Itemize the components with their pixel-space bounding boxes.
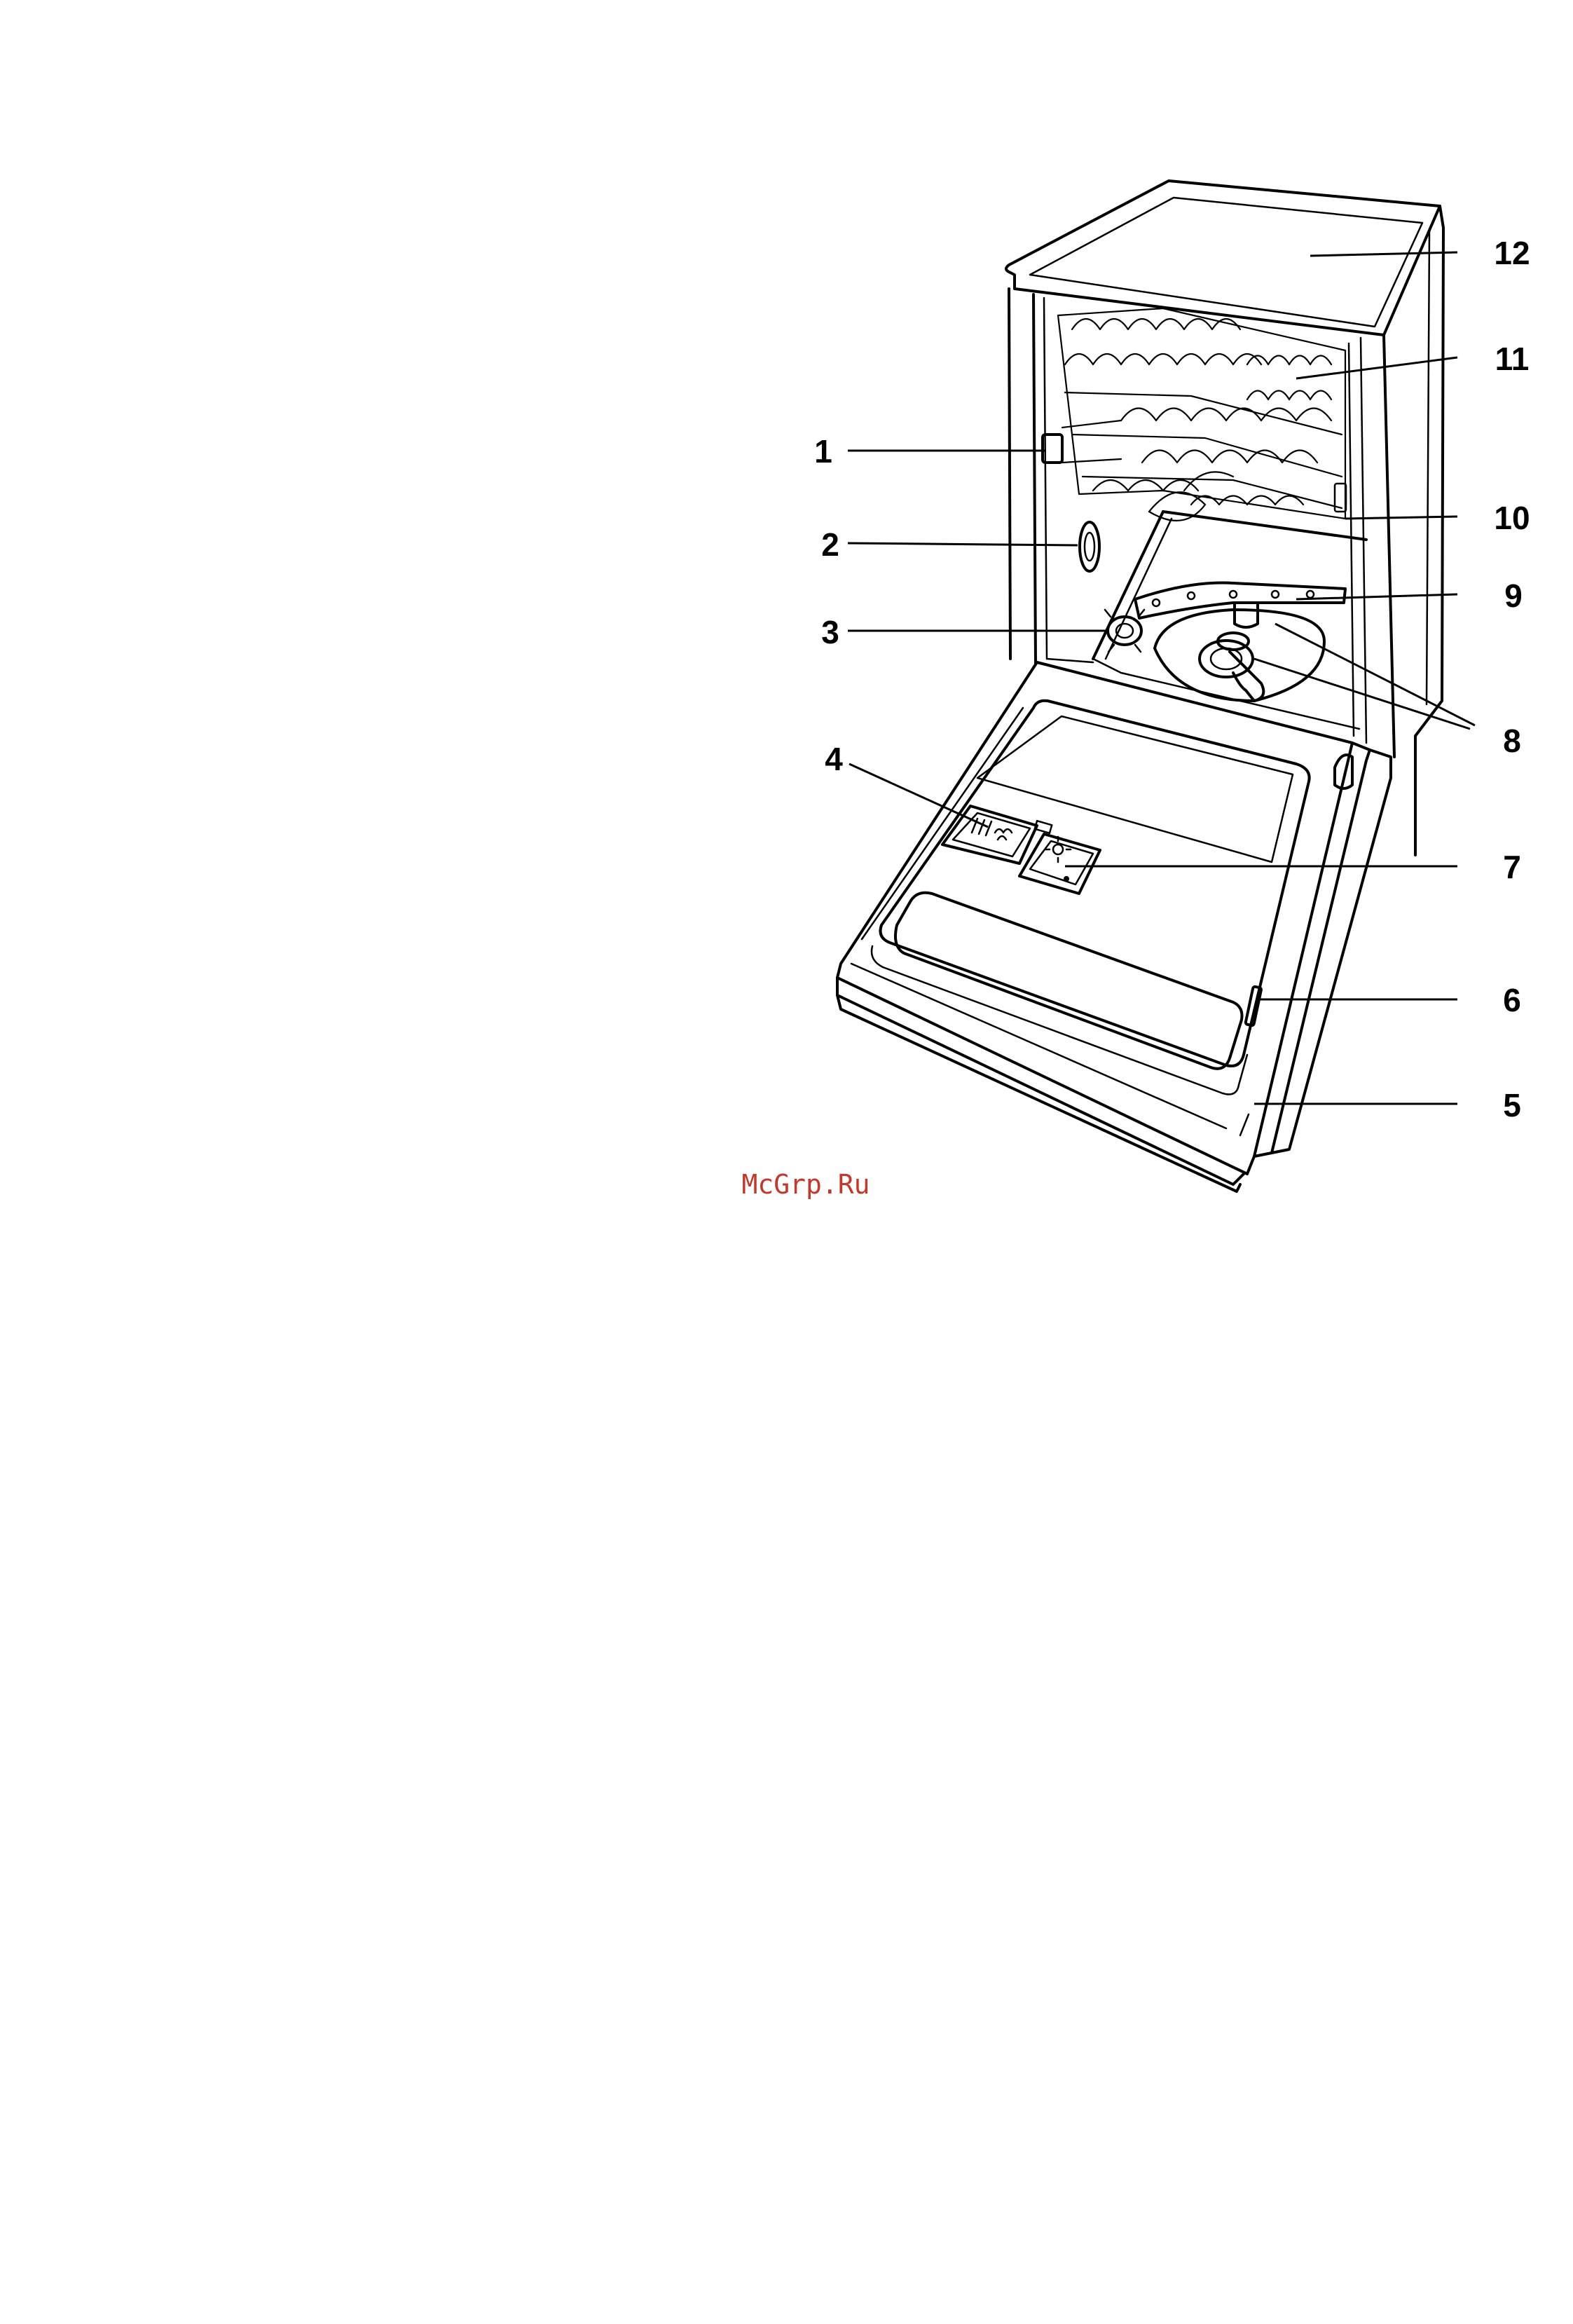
callout-7: 7: [1503, 849, 1521, 885]
callout-6: 6: [1503, 982, 1521, 1018]
door-inner-panel: [881, 701, 1310, 1066]
callout-1: 1: [814, 433, 832, 470]
callout-8: 8: [1503, 723, 1521, 759]
callout-labels: 1 2 3 4 5 6 7 8 9 10 11 12: [814, 235, 1530, 1123]
callout-5: 5: [1503, 1087, 1521, 1123]
callout-4: 4: [825, 741, 843, 777]
callout-11: 11: [1495, 341, 1530, 377]
dishwasher-door: [837, 662, 1391, 1191]
tub-frame: [1009, 289, 1010, 659]
plinth: [1240, 1114, 1249, 1135]
rinse-aid-sensor: [1080, 522, 1099, 571]
callout-12: 12: [1494, 235, 1530, 271]
callout-10: 10: [1494, 500, 1530, 536]
upper-basket: [1043, 308, 1346, 521]
callout-2: 2: [821, 526, 839, 563]
upper-spray-arm: [1135, 582, 1345, 627]
rinse-aid-dispenser: [1019, 834, 1100, 894]
watermark-text: McGrp.Ru: [741, 1169, 870, 1200]
callout-9: 9: [1504, 577, 1523, 614]
worktop: [1006, 181, 1440, 335]
filter-cap: [1105, 610, 1144, 652]
callout-3: 3: [821, 614, 839, 650]
